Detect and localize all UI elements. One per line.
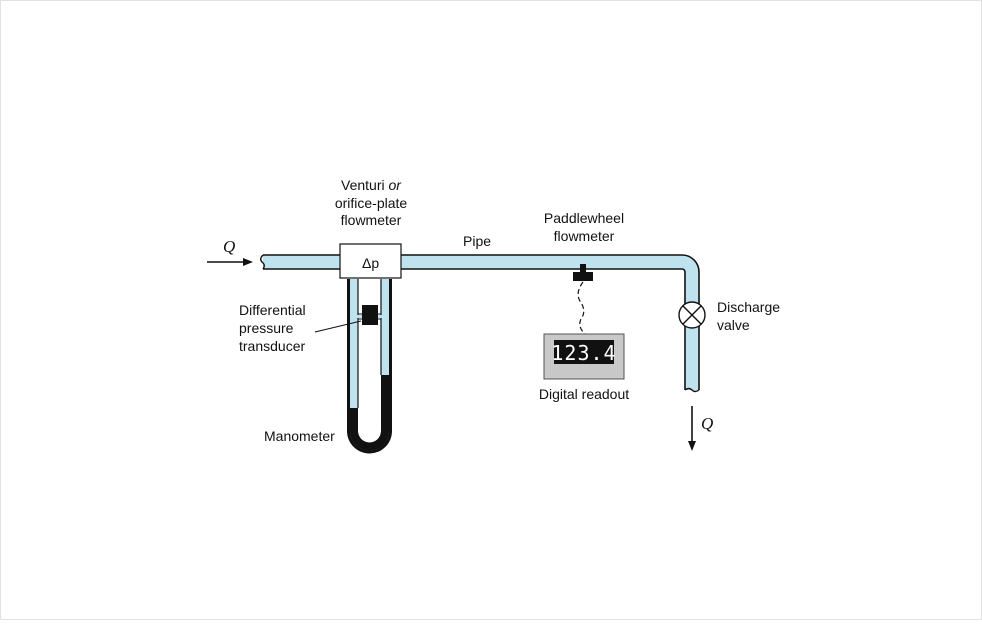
readout-label: Digital readout: [539, 386, 629, 402]
signal-cable: [577, 281, 587, 336]
digital-readout: 123.4: [543, 333, 625, 380]
discharge-valve-icon: [678, 301, 706, 329]
outlet-flow-label: Q: [701, 414, 713, 433]
pipe-label: Pipe: [463, 233, 491, 249]
main-pipe: [260, 254, 700, 393]
delta-p-label: Δp: [362, 255, 379, 271]
pipe-outlet-cut: [684, 387, 700, 393]
differential-pressure-transducer: [350, 305, 389, 325]
venturi-label-line3: flowmeter: [341, 212, 402, 228]
manometer-label: Manometer: [264, 428, 335, 444]
delta-symbol: Δ: [362, 255, 371, 271]
paddlewheel-label-line2: flowmeter: [554, 228, 615, 244]
discharge-label-line2: valve: [717, 317, 750, 333]
pipe-inlet-cut: [260, 254, 265, 270]
venturi-label-line2: orifice-plate: [335, 195, 408, 211]
inlet-flow-label: Q: [223, 237, 235, 256]
paddlewheel-sensor: [573, 264, 593, 281]
discharge-label-line1: Discharge: [717, 299, 780, 315]
outlet-flow-arrow: [688, 406, 696, 451]
venturi-or-word: or: [389, 177, 403, 193]
readout-screen: [554, 340, 614, 364]
transducer-label-line2: pressure: [239, 320, 294, 336]
paddlewheel-label-line1: Paddlewheel: [544, 210, 624, 226]
p-symbol: p: [371, 255, 379, 271]
venturi-label-line1: Venturi or: [341, 177, 402, 193]
readout-value: 123.4: [551, 341, 616, 365]
venturi-word: Venturi: [341, 177, 388, 193]
venturi-flowmeter-box: [339, 243, 402, 279]
inlet-flow-arrow: [207, 258, 253, 266]
transducer-label-line1: Differential: [239, 302, 306, 318]
transducer-label-line3: transducer: [239, 338, 305, 354]
transducer-leader-line: [314, 320, 362, 333]
